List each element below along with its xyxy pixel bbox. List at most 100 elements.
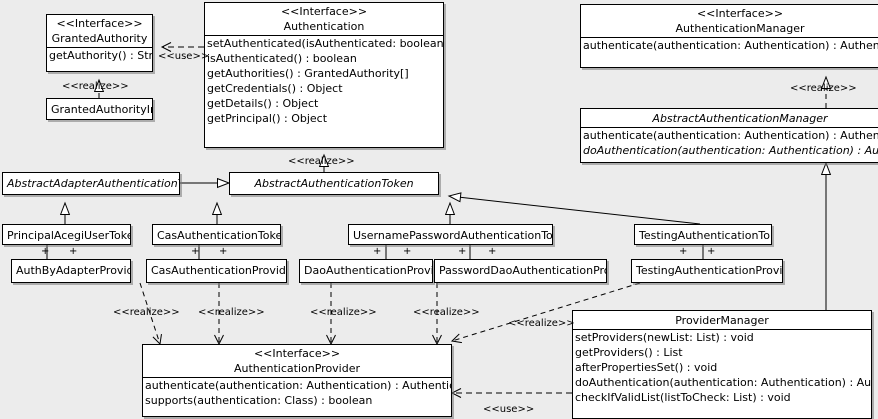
class-name: PasswordDaoAuthenticationProvider bbox=[439, 264, 606, 277]
operation: getAuthorities() : GrantedAuthority[] bbox=[207, 67, 409, 80]
class-header: PrincipalAcegiUserToken bbox=[3, 225, 131, 244]
class-cas-authentication-provider[interactable]: CasAuthenticationProvider bbox=[146, 259, 287, 283]
operation: authenticate(authentication: Authenticat… bbox=[583, 39, 878, 52]
association-plus-marker: + bbox=[707, 246, 716, 257]
operation: setProviders(newList: List) : void bbox=[575, 331, 754, 344]
class-header: AbstractAuthenticationManager bbox=[581, 109, 878, 127]
operation: doAuthentication(authentication: Authent… bbox=[583, 144, 878, 157]
class-header: <<Interface>> GrantedAuthority bbox=[47, 15, 152, 47]
class-authentication-provider[interactable]: <<Interface>> AuthenticationProvider aut… bbox=[142, 344, 452, 417]
operation: getPrincipal() : Object bbox=[207, 112, 328, 125]
class-header: AuthByAdapterProvider bbox=[12, 260, 130, 281]
class-auth-by-adapter-provider[interactable]: AuthByAdapterProvider bbox=[11, 259, 131, 283]
class-dao-authentication-provider[interactable]: DaoAuthenticationProvider bbox=[299, 259, 433, 283]
class-name: AuthenticationProvider bbox=[233, 362, 361, 375]
operation: authenticate(authentication: Authenticat… bbox=[145, 379, 452, 392]
class-provider-manager[interactable]: ProviderManager setProviders(newList: Li… bbox=[572, 310, 872, 419]
operations-compartment: getAuthority() : String bbox=[47, 47, 152, 63]
edge-label-realize-testing-provider: <<realize>> bbox=[508, 318, 575, 329]
edge-label-realize-dao-provider: <<realize>> bbox=[310, 307, 377, 318]
operation: getAuthority() : String bbox=[49, 49, 153, 62]
operation: getDetails() : Object bbox=[207, 97, 319, 110]
class-header: AbstractAdapterAuthenticationToken bbox=[3, 173, 179, 194]
association-plus-marker: + bbox=[403, 246, 412, 257]
operation: getProviders() : List bbox=[575, 346, 683, 359]
association-plus-marker: + bbox=[488, 246, 497, 257]
class-name: CasAuthenticationProvider bbox=[151, 264, 287, 277]
association-plus-marker: + bbox=[373, 246, 382, 257]
class-name: GrantedAuthority bbox=[51, 32, 148, 45]
operation: afterPropertiesSet() : void bbox=[575, 361, 718, 374]
association-plus-marker: + bbox=[69, 246, 78, 257]
class-header: TestingAuthenticationToken bbox=[635, 225, 771, 244]
class-abstract-authentication-token[interactable]: AbstractAuthenticationToken bbox=[229, 172, 439, 195]
edge-label-realize-auth-manager: <<realize>> bbox=[790, 83, 857, 94]
class-granted-authority[interactable]: <<Interface>> GrantedAuthority getAuthor… bbox=[46, 14, 153, 72]
class-testing-authentication-provider[interactable]: TestingAuthenticationProvider bbox=[631, 259, 783, 283]
operation: getCredentials() : Object bbox=[207, 82, 343, 95]
class-header: ProviderManager bbox=[573, 311, 871, 329]
class-abstract-authentication-manager[interactable]: AbstractAuthenticationManager authentica… bbox=[580, 108, 878, 163]
class-name: PrincipalAcegiUserToken bbox=[7, 229, 131, 242]
stereotype-label: <<Interface>> bbox=[56, 17, 143, 30]
association-plus-marker: + bbox=[458, 246, 467, 257]
edge-label-realize-cas-provider: <<realize>> bbox=[198, 307, 265, 318]
edge-label-use-authentication: <<use>> bbox=[158, 51, 210, 62]
operations-compartment: authenticate(authentication: Authenticat… bbox=[581, 37, 878, 53]
edge-label-use-provider-manager: <<use>> bbox=[483, 404, 535, 415]
stereotype-label: <<Interface>> bbox=[696, 7, 784, 20]
operations-compartment: authenticate(authentication: Authenticat… bbox=[143, 377, 451, 408]
operations-compartment: authenticate(authentication: Authenticat… bbox=[581, 127, 878, 158]
class-header: <<Interface>> AuthenticationProvider bbox=[143, 345, 451, 377]
class-name: AbstractAuthenticationToken bbox=[254, 177, 414, 190]
class-granted-authority-impl[interactable]: GrantedAuthorityImpl bbox=[46, 98, 153, 120]
class-name: AuthByAdapterProvider bbox=[16, 264, 130, 277]
stereotype-label: <<Interface>> bbox=[280, 5, 368, 18]
class-header: GrantedAuthorityImpl bbox=[47, 99, 152, 119]
class-name: TestingAuthenticationProvider bbox=[636, 264, 783, 277]
class-abstract-adapter-authentication-token[interactable]: AbstractAdapterAuthenticationToken bbox=[2, 172, 180, 195]
association-plus-marker: + bbox=[219, 246, 228, 257]
class-header: UsernamePasswordAuthenticationToken bbox=[349, 225, 552, 244]
class-password-dao-authentication-provider[interactable]: PasswordDaoAuthenticationProvider bbox=[434, 259, 607, 283]
class-name: Authentication bbox=[283, 20, 365, 33]
edge-label-realize-password-dao-provider: <<realize>> bbox=[413, 307, 480, 318]
class-authentication-manager[interactable]: <<Interface>> AuthenticationManager auth… bbox=[580, 4, 878, 68]
class-header: CasAuthenticationProvider bbox=[147, 260, 286, 281]
class-header: PasswordDaoAuthenticationProvider bbox=[435, 260, 606, 281]
class-name: GrantedAuthorityImpl bbox=[51, 103, 152, 116]
operation: checkIfValidList(listToCheck: List) : vo… bbox=[575, 391, 791, 404]
operation: supports(authentication: Class) : boolea… bbox=[145, 394, 373, 407]
class-principal-acegi-user-token[interactable]: PrincipalAcegiUserToken bbox=[2, 224, 131, 245]
class-name: TestingAuthenticationToken bbox=[639, 229, 771, 242]
operation: authenticate(authentication: Authenticat… bbox=[583, 129, 878, 142]
class-header: TestingAuthenticationProvider bbox=[632, 260, 782, 281]
class-name: AuthenticationManager bbox=[675, 22, 805, 35]
class-name: AbstractAdapterAuthenticationToken bbox=[7, 177, 179, 190]
class-name: CasAuthenticationToken bbox=[157, 229, 281, 242]
class-username-password-authentication-token[interactable]: UsernamePasswordAuthenticationToken bbox=[348, 224, 553, 245]
operation: doAuthentication(authentication: Authent… bbox=[575, 376, 872, 389]
association-plus-marker: + bbox=[41, 246, 50, 257]
operations-compartment: setAuthenticated(isAuthenticated: boolea… bbox=[205, 35, 443, 126]
class-header: DaoAuthenticationProvider bbox=[300, 260, 432, 281]
class-header: <<Interface>> AuthenticationManager bbox=[581, 5, 878, 37]
association-plus-marker: + bbox=[679, 246, 688, 257]
class-name: ProviderManager bbox=[675, 314, 769, 327]
class-header: <<Interface>> Authentication bbox=[205, 3, 443, 35]
class-testing-authentication-token[interactable]: TestingAuthenticationToken bbox=[634, 224, 772, 245]
association-plus-marker: + bbox=[191, 246, 200, 257]
operation: isAuthenticated() : boolean bbox=[207, 52, 357, 65]
class-header: CasAuthenticationToken bbox=[153, 225, 281, 244]
class-authentication[interactable]: <<Interface>> Authentication setAuthenti… bbox=[204, 2, 444, 148]
edge-label-realize-granted-authority: <<realize>> bbox=[62, 81, 129, 92]
class-cas-authentication-token[interactable]: CasAuthenticationToken bbox=[152, 224, 281, 245]
class-name: DaoAuthenticationProvider bbox=[304, 264, 432, 277]
edge-label-realize-abstract-token: <<realize>> bbox=[288, 156, 355, 167]
stereotype-label: <<Interface>> bbox=[253, 347, 341, 360]
edge-label-realize-auth-by-adapter: <<realize>> bbox=[113, 307, 180, 318]
operations-compartment: setProviders(newList: List) : void getPr… bbox=[573, 329, 871, 405]
class-header: AbstractAuthenticationToken bbox=[230, 173, 438, 194]
class-name: AbstractAuthenticationManager bbox=[652, 112, 828, 125]
